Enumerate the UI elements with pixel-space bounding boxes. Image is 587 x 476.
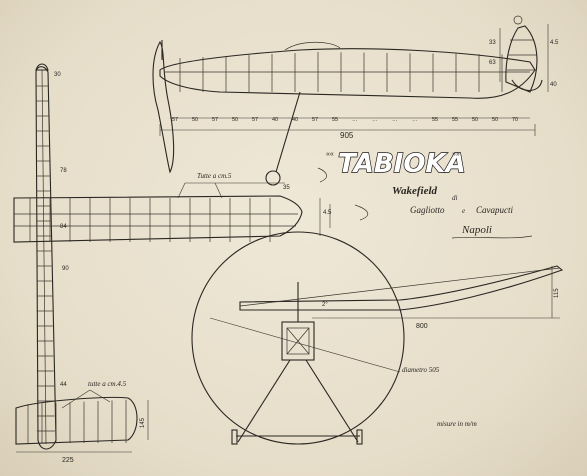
and-label: e [462, 207, 465, 215]
by-label: di [452, 194, 458, 202]
station-labels: 57 50 57 50 57 40 40 57 55 … … … … 55 55 50 50 70 [172, 117, 518, 123]
stabilizer-view: tutte a cm.4.5 225 145 [15, 380, 149, 464]
fuselage-front [281, 321, 315, 361]
subtitle: Wakefield [392, 185, 438, 197]
side-view: 57 50 57 50 57 40 40 57 55 … … … … 55 55 50 50 70 905 35 [152, 40, 543, 191]
wing-dim-3: 90 [62, 266, 69, 272]
section-outline [505, 25, 538, 93]
diameter-leader [209, 317, 401, 373]
stab-chord-label: 145 [140, 417, 146, 428]
section-dim-2: 63 [489, 60, 496, 66]
wing-spar [41, 69, 47, 445]
station-label: 50 [492, 117, 498, 123]
station-label: 70 [512, 117, 518, 123]
small-dim-label: 35 [283, 185, 290, 191]
wheel-left [231, 429, 238, 445]
stabilizer-outline [15, 396, 138, 445]
station-label: 50 [472, 117, 478, 123]
squiggle-2 [317, 167, 327, 183]
station-label: 57 [212, 117, 218, 123]
station-label: … [392, 117, 398, 123]
propeller-disc [191, 231, 405, 445]
gear-leg-left [237, 359, 291, 443]
height-label: 115 [554, 288, 560, 298]
station-label: 50 [232, 117, 238, 123]
station-label: 57 [172, 117, 178, 123]
wing-rib-note: Tutte a cm.5 [197, 172, 232, 180]
landing-leg [275, 91, 301, 173]
plane-name: TABIOKA [338, 149, 466, 179]
author-1: Gagliotto [410, 205, 445, 215]
fuselage-top-view: Tutte a cm.5 4.5 [13, 172, 332, 243]
station-label: 40 [292, 117, 298, 123]
wing-dim-2: 84 [60, 224, 67, 230]
station-label: … [372, 117, 378, 123]
stabilizer-ribs [27, 399, 127, 443]
station-label: 50 [192, 117, 198, 123]
title-quote-left: «« [326, 151, 334, 158]
stab-rib-note: tutte a cm.4.5 [88, 380, 127, 388]
section-dim-3: 40 [550, 82, 557, 88]
wing-dim-4: 44 [60, 382, 67, 388]
wing-front [239, 265, 564, 311]
section-knob [513, 15, 523, 25]
title-block: «« TABIOKA »» Wakefield di Gagliotto e C… [317, 148, 533, 239]
wing-ribs [36, 85, 55, 432]
tail-fin-side [511, 79, 543, 92]
section-dim-1: 33 [489, 40, 496, 46]
prop-diameter-label: diametro 505 [402, 366, 440, 374]
station-label: … [352, 117, 358, 123]
squiggle-1 [354, 204, 368, 221]
station-label: 57 [252, 117, 258, 123]
station-label: 40 [272, 117, 278, 123]
wing-dim-0: 30 [54, 72, 61, 78]
wing-outline [35, 66, 57, 450]
gear-leg-right [305, 359, 359, 443]
wheel-side [265, 170, 281, 186]
city-underline [451, 235, 533, 239]
fuselage-bays [29, 198, 271, 242]
wheel-right [356, 429, 363, 445]
fuselage-formers [179, 52, 503, 92]
station-label: 57 [312, 117, 318, 123]
wing-top-view: 30 78 84 90 44 [35, 63, 69, 450]
cabin-top [284, 41, 341, 51]
front-view: diametro 505 2° 800 115 [191, 231, 564, 445]
half-span-label: 800 [416, 323, 428, 330]
dihedral-label: 2° [322, 302, 328, 308]
author-2: Cavapucti [476, 205, 513, 215]
fuselage-section: 4.5 33 63 40 [489, 15, 559, 93]
fuselage-top-outline [13, 195, 303, 243]
units-note: misure in m/m [437, 420, 477, 428]
stab-width-label: 225 [62, 457, 74, 464]
station-label: 55 [332, 117, 338, 123]
span-dim-label: 4.5 [323, 210, 332, 216]
wing-dim-1: 78 [60, 168, 67, 174]
overall-length-label: 905 [340, 131, 354, 140]
city: Napoli [461, 224, 492, 236]
station-label: 55 [432, 117, 438, 123]
station-label: 55 [452, 117, 458, 123]
section-dim-0: 4.5 [550, 40, 559, 46]
station-label: … [412, 117, 418, 123]
wing-tip [35, 63, 49, 71]
propeller-side [152, 40, 175, 174]
title-quote-right: »» [452, 151, 460, 158]
